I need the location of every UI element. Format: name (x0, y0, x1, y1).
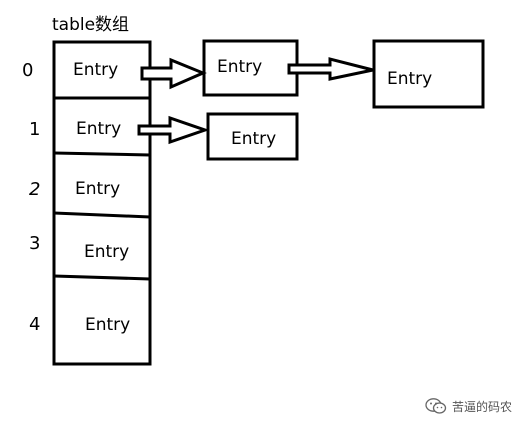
slot-entry-2: Entry (75, 179, 120, 199)
slot-divider (53, 274, 151, 281)
arrow-node-to-node (287, 57, 374, 81)
diagram-title: table数组 (52, 15, 129, 35)
index-label-4: 4 (29, 314, 40, 335)
watermark-text: 苦逼的码农 (451, 399, 512, 414)
table-array-box (52, 40, 152, 366)
slot-entry-3: Entry (84, 242, 129, 262)
index-label-0: 0 (22, 60, 33, 81)
watermark: 苦逼的码农 (425, 397, 512, 415)
slot-divider (53, 211, 151, 219)
index-label-1: 1 (29, 119, 40, 140)
slot-entry-4: Entry (85, 315, 130, 335)
chain-0-node-1-label: Entry (217, 57, 262, 77)
chain-0-node-2-label: Entry (387, 69, 432, 89)
chain-1-node-1-label: Entry (231, 129, 276, 149)
slot-entry-1: Entry (76, 119, 121, 139)
arrow-slot1-to-node (137, 115, 210, 145)
index-label-3: 3 (29, 233, 40, 254)
index-label-2: 2 (29, 179, 40, 200)
slot-entry-0: Entry (73, 60, 118, 80)
wechat-icon (425, 398, 447, 414)
chain-1-node-1 (206, 112, 299, 161)
slot-divider (53, 151, 151, 157)
arrow-slot0-to-node (140, 57, 207, 90)
chain-0-node-2 (372, 39, 485, 109)
